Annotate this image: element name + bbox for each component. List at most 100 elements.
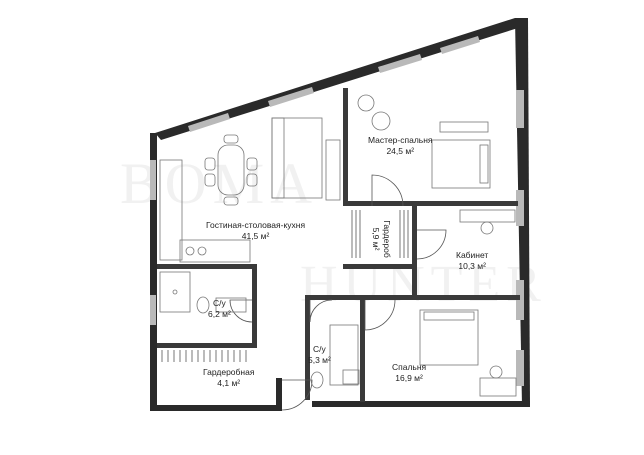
room-label-master: Мастер-спальня 24,5 м² (368, 135, 433, 157)
window-10 (150, 295, 156, 325)
wardrobe-hatch (161, 210, 409, 362)
room-name: Спальня (392, 362, 427, 372)
master-chair (357, 94, 375, 112)
north-diagonal-wall (155, 18, 518, 140)
room-area: 5,3 м² (308, 355, 331, 365)
kitchen-island (179, 239, 251, 263)
room-area: 6,2 м² (208, 309, 231, 319)
bath1-shower (159, 271, 191, 313)
wall-bath2-east (360, 300, 365, 402)
room-label-bath2: С/у 5,3 м² (308, 344, 331, 366)
chair-3 (246, 157, 258, 171)
bath-fixtures (159, 271, 360, 389)
door-bath1 (229, 299, 253, 323)
room-name: Мастер-спальня (368, 135, 433, 145)
bedroom-furniture (419, 309, 517, 397)
wall-wardrobe-east (412, 201, 417, 295)
chair-6 (223, 196, 239, 206)
wall-study-south (412, 295, 520, 300)
bedroom-desk (479, 377, 517, 397)
bedroom-bed (419, 309, 479, 366)
wall-bath2-north (305, 295, 365, 300)
window-6 (516, 190, 524, 226)
room-label-study: Кабинет 10,3 м² (456, 250, 488, 272)
wall-master-west (343, 88, 348, 206)
bath1-toilet (196, 296, 210, 314)
door-master (371, 174, 404, 207)
master-pillow (479, 144, 489, 184)
window-3 (378, 54, 422, 73)
window-8 (516, 350, 524, 386)
watermark-line2: HUNTER (300, 256, 547, 313)
kitchen-counter (159, 159, 183, 261)
door-entry (281, 379, 313, 411)
south-wall-left (150, 405, 280, 411)
bath1-sink (215, 297, 247, 313)
room-label-wardrobe1: Гардероб 5,9 м² (370, 214, 392, 264)
sofa (271, 117, 323, 199)
bath1-drain (172, 289, 178, 295)
bath2-tub (329, 324, 359, 386)
doors (229, 174, 447, 411)
room-name: С/у (313, 344, 326, 354)
room-label-wardrobe2: Гардеробная 4,1 м² (203, 367, 254, 389)
wall-bath2-west (305, 300, 310, 400)
room-name: Гардероб (382, 220, 392, 258)
entry-wall (276, 378, 282, 411)
south-wall-right (312, 401, 530, 407)
furniture (159, 117, 341, 263)
window-5 (516, 90, 524, 128)
bath2-sink (342, 369, 360, 385)
master-desk (439, 121, 489, 133)
wall-bath1-east (252, 264, 257, 346)
room-name: С/у (213, 298, 226, 308)
study-furniture (459, 209, 516, 235)
room-name: Кабинет (456, 250, 489, 260)
bath2-toilet (310, 371, 324, 389)
room-area: 5,9 м² (371, 227, 381, 251)
chair-5 (223, 134, 239, 144)
window-9 (150, 160, 156, 200)
chair-1 (204, 157, 216, 171)
interior-walls (157, 88, 520, 402)
room-label-living: Гостиная-столовая-кухня 41,5 м² (206, 220, 305, 242)
study-desk (459, 209, 516, 223)
sofa-back (271, 117, 285, 199)
room-area: 4,1 м² (217, 378, 241, 388)
window-1 (188, 113, 230, 132)
outer-walls (150, 18, 530, 411)
master-furniture (357, 94, 491, 189)
tv-unit (325, 139, 341, 201)
room-label-bath1: С/у 6,2 м² (208, 298, 231, 320)
study-chair (480, 221, 494, 235)
stove-burner-1 (185, 246, 195, 256)
room-name: Гостиная-столовая-кухня (206, 220, 306, 230)
west-wall (150, 133, 157, 411)
bedroom-chair (489, 365, 503, 379)
wall-bath1-south (157, 343, 257, 348)
door-bath2 (309, 299, 333, 323)
room-name: Гардеробная (203, 367, 255, 377)
room-area: 41,5 м² (241, 231, 270, 241)
master-bed (431, 139, 491, 189)
stove-burner-2 (197, 246, 207, 256)
chair-4 (246, 173, 258, 187)
window-4 (440, 36, 480, 54)
master-plant (371, 111, 391, 131)
door-study (416, 229, 447, 260)
bedroom-pillow (423, 311, 475, 321)
room-area: 24,5 м² (386, 146, 415, 156)
wall-bedroom-north (365, 295, 415, 300)
room-area: 10,3 м² (458, 261, 486, 271)
chair-2 (204, 173, 216, 187)
windows (150, 36, 524, 386)
wall-master-south (343, 201, 518, 206)
wall-wardrobe-south (343, 264, 417, 269)
room-label-bedroom: Спальня 16,9 м² (392, 362, 426, 384)
dining-table (217, 144, 245, 196)
window-2 (268, 87, 314, 107)
room-area: 16,9 м² (395, 373, 423, 383)
door-bedroom (364, 299, 396, 331)
wall-bath1-north (157, 264, 257, 269)
